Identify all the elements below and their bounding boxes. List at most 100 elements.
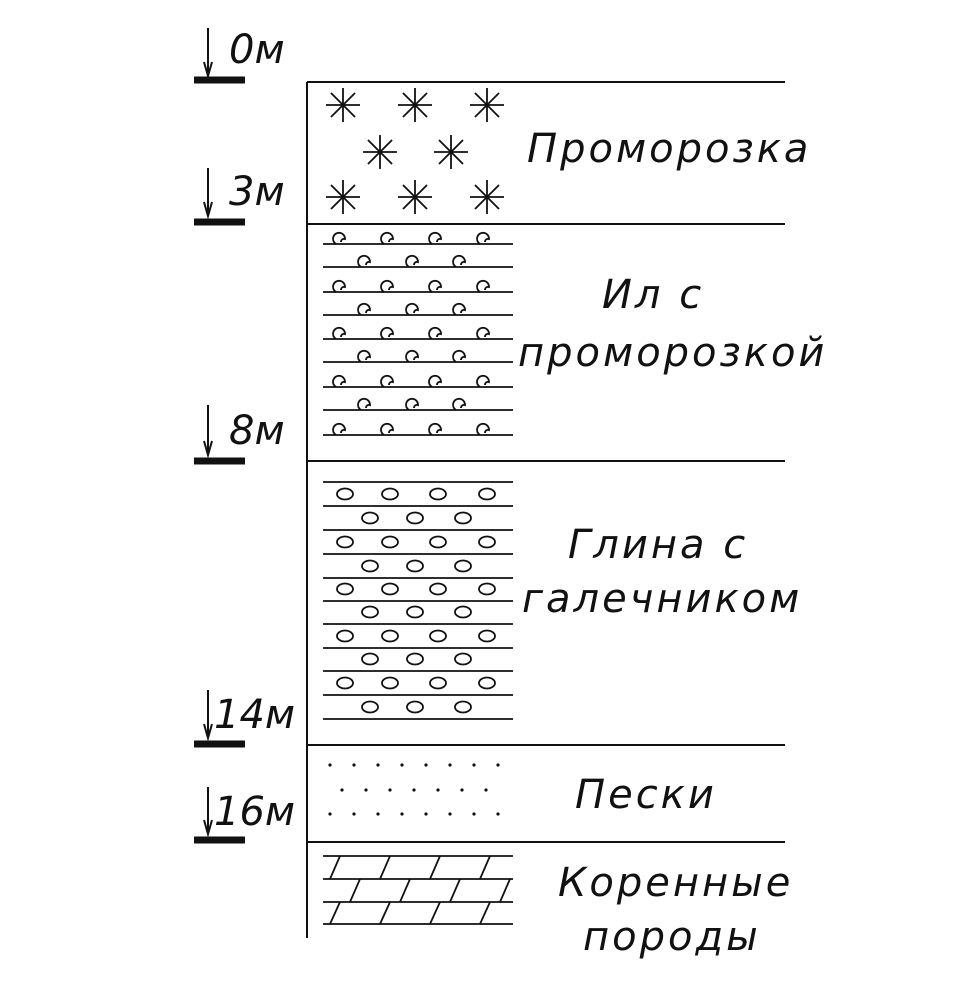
bedrock-joint: [429, 855, 441, 880]
depth-label: 8м: [229, 408, 285, 454]
pebble-icon: [429, 629, 447, 643]
pebble-icon: [381, 535, 399, 549]
silt-frost-icon: [357, 397, 371, 411]
layer-label-bedrock-line1: Коренные: [558, 860, 793, 906]
sand-dot: [412, 788, 416, 792]
silt-frost-icon: [380, 326, 394, 340]
layer-label-frozen: Проморозка: [527, 126, 811, 172]
pebble-icon: [406, 605, 424, 619]
layer-pattern-bedrock: [323, 855, 513, 925]
silt-frost-icon: [476, 231, 490, 245]
silt-frost-icon: [357, 349, 371, 363]
silt-frost-icon: [380, 374, 394, 388]
sand-dot: [340, 788, 344, 792]
pebble-icon: [406, 652, 424, 666]
sand-dot: [424, 763, 428, 767]
sand-dot: [472, 763, 476, 767]
pebble-icon: [429, 535, 447, 549]
pebble-icon: [361, 700, 379, 714]
bedrock-joint: [349, 878, 361, 903]
sand-dot: [328, 812, 332, 816]
layer-label-bedrock-line2: породы: [583, 914, 761, 960]
silt-frost-icon: [332, 231, 346, 245]
pebble-icon: [336, 629, 354, 643]
bedrock-joint: [449, 878, 461, 903]
layer-label-clay-line2: галечником: [522, 576, 802, 622]
snowflake-icon: [398, 88, 432, 122]
sand-dot: [364, 788, 368, 792]
snowflake-icon: [326, 88, 360, 122]
snowflake-stroke: [367, 139, 393, 165]
depth-marker-8: 8м: [194, 405, 285, 465]
silt-frost-icon: [452, 349, 466, 363]
layer-label-sands: Пески: [575, 772, 717, 818]
pebble-icon: [454, 511, 472, 525]
pebble-icon: [478, 629, 496, 643]
bedrock-joint: [329, 855, 341, 880]
depth-marker-16: 16м: [194, 787, 295, 844]
silt-frost-icon: [380, 279, 394, 293]
layer-pattern-frozen: [326, 88, 504, 214]
pebble-icon: [336, 582, 354, 596]
sand-dot: [424, 812, 428, 816]
silt-frost-icon: [332, 374, 346, 388]
sand-dot: [472, 812, 476, 816]
pebble-icon: [406, 559, 424, 573]
silt-frost-icon: [332, 326, 346, 340]
pebble-icon: [336, 487, 354, 501]
pebble-icon: [381, 629, 399, 643]
pebble-icon: [406, 700, 424, 714]
snowflake-stroke: [474, 184, 500, 210]
pebble-icon: [406, 511, 424, 525]
sand-dot: [376, 763, 380, 767]
depth-arrowhead-icon: [203, 61, 213, 80]
sand-dot: [328, 763, 332, 767]
sand-dot: [400, 812, 404, 816]
pebble-icon: [429, 487, 447, 501]
pebble-icon: [361, 559, 379, 573]
sand-dot: [436, 788, 440, 792]
pebble-icon: [381, 582, 399, 596]
pebble-icon: [478, 676, 496, 690]
silt-frost-icon: [357, 302, 371, 316]
layer-pattern-clay-pebbles: [323, 481, 513, 720]
depth-marker-3: 3м: [194, 168, 285, 226]
silt-frost-icon: [380, 422, 394, 436]
depth-arrowhead-icon: [203, 819, 213, 838]
depth-marker-0: 0м: [194, 27, 285, 84]
pebble-icon: [429, 676, 447, 690]
snowflake-stroke: [402, 184, 428, 210]
snowflake-stroke: [330, 184, 356, 210]
sand-dot: [460, 788, 464, 792]
pebble-icon: [478, 535, 496, 549]
snowflake-icon: [434, 135, 468, 169]
pebble-icon: [429, 582, 447, 596]
pebble-icon: [454, 605, 472, 619]
pebble-icon: [454, 559, 472, 573]
pebble-icon: [361, 605, 379, 619]
layer-pattern-silt: [323, 231, 513, 436]
snowflake-stroke: [330, 92, 356, 118]
bedrock-joint: [499, 878, 511, 903]
depth-arrowhead-icon: [203, 201, 213, 220]
pebble-icon: [361, 511, 379, 525]
snowflake-stroke: [474, 92, 500, 118]
sand-dot: [448, 812, 452, 816]
snowflake-icon: [470, 88, 504, 122]
depth-label: 16м: [214, 789, 295, 835]
silt-frost-icon: [428, 374, 442, 388]
sand-dot: [376, 812, 380, 816]
pebble-icon: [336, 535, 354, 549]
depth-arrowhead-icon: [203, 723, 213, 742]
depth-label: 3м: [229, 169, 285, 215]
sand-dot: [388, 788, 392, 792]
sand-dot: [496, 763, 500, 767]
pebble-icon: [478, 582, 496, 596]
silt-frost-icon: [428, 422, 442, 436]
snowflake-icon: [326, 180, 360, 214]
silt-frost-icon: [452, 254, 466, 268]
silt-frost-icon: [476, 374, 490, 388]
bedrock-joint: [399, 878, 411, 903]
sand-dot: [352, 763, 356, 767]
depth-label: 14м: [214, 692, 295, 738]
